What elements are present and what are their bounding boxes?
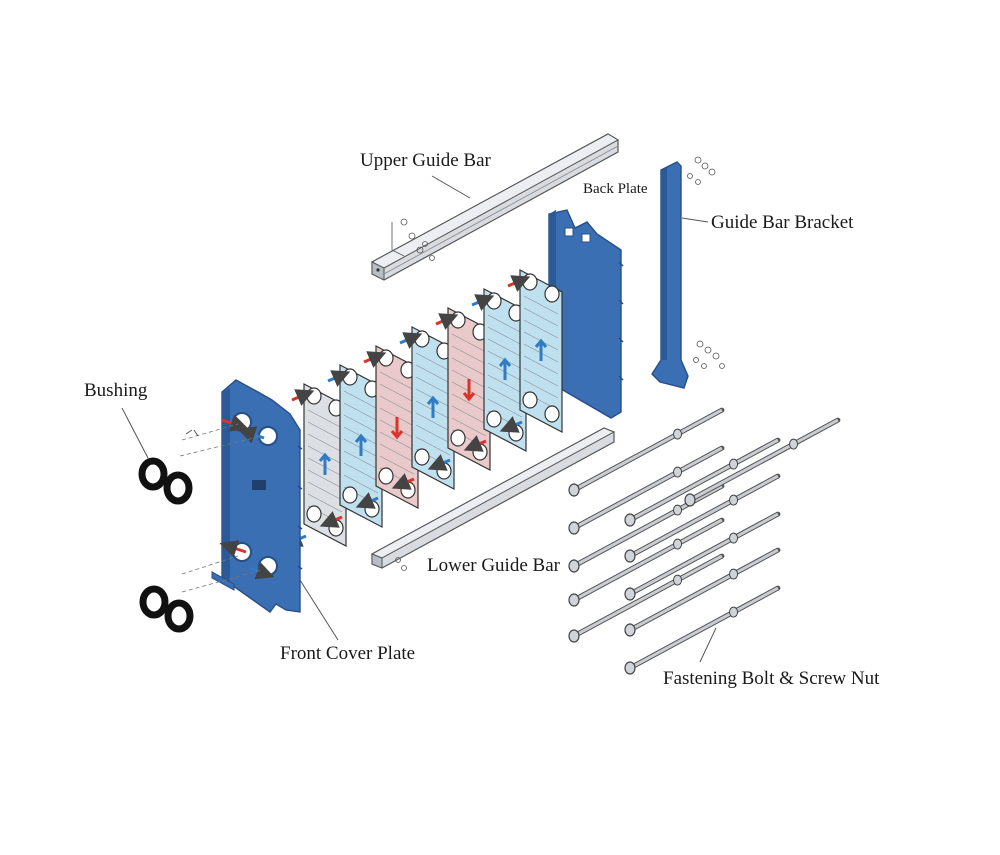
fastening-bolt <box>568 553 725 643</box>
leader-upper-guide-bar <box>431 175 471 199</box>
label-back-plate: Back Plate <box>583 181 648 197</box>
leader-front-cover-plate <box>299 579 339 641</box>
heat-transfer-plate <box>499 269 563 433</box>
label-guide-bar-bracket: Guide Bar Bracket <box>711 212 854 233</box>
heat-transfer-plate <box>427 307 491 471</box>
heat-transfer-plate <box>463 288 527 452</box>
bushings <box>138 457 194 633</box>
front-cover-plate <box>211 379 303 613</box>
guide-bar-bracket <box>651 156 725 389</box>
heat-transfer-plate <box>319 364 383 528</box>
fastening-bolt <box>624 511 781 601</box>
fastening-bolt <box>624 473 781 563</box>
fastening-bolt <box>568 445 725 535</box>
heat-transfer-plate <box>283 383 347 547</box>
label-front-cover-plate: Front Cover Plate <box>280 643 415 664</box>
label-lower-guide-bar: Lower Guide Bar <box>427 555 561 576</box>
label-bushing: Bushing <box>84 380 148 401</box>
plate-pack <box>283 269 563 547</box>
upper-guide-bar <box>370 133 620 281</box>
front-port-arrows <box>179 414 275 593</box>
label-upper-guide-bar: Upper Guide Bar <box>360 150 492 171</box>
fastening-bolt <box>568 517 725 607</box>
fastening-bolt <box>624 547 781 637</box>
upper-guide-bar-bolts <box>391 218 435 261</box>
leader-bushing <box>121 407 149 459</box>
fastening-bolts <box>568 407 841 675</box>
fastening-bolt <box>568 407 725 497</box>
heat-transfer-plate <box>355 345 419 509</box>
fastening-bolt <box>624 585 781 675</box>
leader-fastening-bolt <box>699 627 717 663</box>
heat-transfer-plate <box>391 326 455 490</box>
lower-guide-bar <box>370 427 616 571</box>
leader-guide-bar-bracket <box>681 217 709 223</box>
fastening-bolt <box>684 417 841 507</box>
label-fastening-bolt: Fastening Bolt & Screw Nut <box>663 668 880 689</box>
fastening-bolt <box>568 483 725 573</box>
fastening-bolt <box>624 437 781 527</box>
